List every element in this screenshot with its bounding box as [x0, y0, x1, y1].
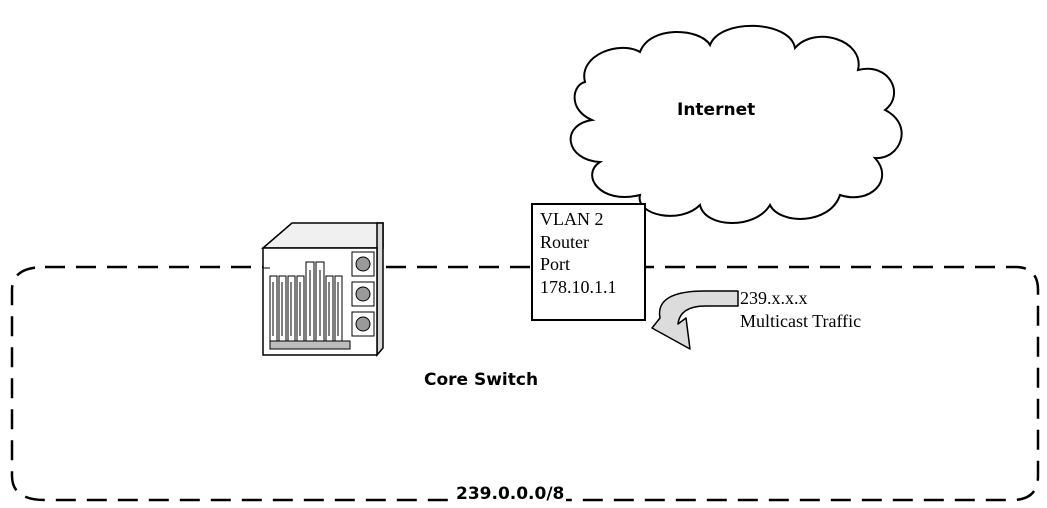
subnet-label: 239.0.0.0/8: [454, 484, 567, 504]
traffic-address-label: 239.x.x.x: [740, 288, 808, 308]
router-port-line: Port: [540, 254, 571, 274]
internet-cloud: [569, 24, 903, 224]
router-vlan-line: VLAN 2: [540, 209, 604, 229]
internet-label: Internet: [677, 100, 756, 120]
traffic-type-label: Multicast Traffic: [740, 311, 862, 331]
core-switch-icon: [260, 222, 384, 358]
core-switch-label: Core Switch: [424, 370, 539, 390]
multicast-traffic-arrow: [651, 290, 739, 350]
router-type-line: Router: [540, 231, 589, 252]
router-ip-line: 178.10.1.1: [540, 276, 617, 297]
network-boundary: [10, 265, 1040, 502]
router-port-box: VLAN 2 Router Port 178.10.1.1: [531, 203, 646, 321]
